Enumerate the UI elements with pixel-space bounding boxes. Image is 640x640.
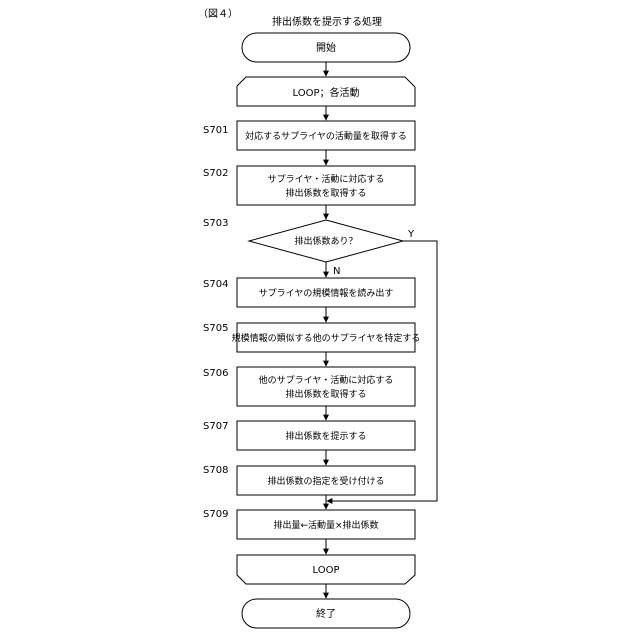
process-s706 [237,367,415,406]
step-id-s702: S702 [203,168,228,179]
step-id-s704: S704 [203,279,228,290]
step-id-s706: S706 [203,368,228,379]
process-s704-text: サプライヤの規模情報を読み出す [259,287,394,299]
end-label: 終了 [316,607,336,620]
process-s708-text: 排出係数の指定を受け付ける [267,475,384,487]
decision-s703-text: 排出係数あり？ [294,235,357,247]
diagram-title: 排出係数を提示する処理 [272,15,382,28]
no-label: N [333,266,340,277]
process-s702-text-2: 排出係数を取得する [285,187,366,199]
process-s701-text: 対応するサプライヤの活動量を取得する [245,130,407,142]
process-s706-text-2: 排出係数を取得する [285,388,366,400]
process-s702 [237,166,415,205]
loop-start-label: LOOP；各活動 [293,86,360,99]
step-id-s707: S707 [203,421,228,432]
step-id-s703: S703 [203,218,228,229]
yes-label: Y [407,229,415,240]
step-id-s708: S708 [203,465,228,476]
loop-end-label: LOOP [313,565,340,576]
process-s709-text: 排出量←活動量×排出係数 [273,519,378,531]
step-id-s709: S709 [203,509,228,520]
process-s707-text: 排出係数を提示する [285,430,366,442]
figure-label: （図４） [198,8,238,20]
process-s706-text-1: 他のサプライヤ・活動に対応する [259,374,394,386]
process-s705-text: 規模情報の類似する他のサプライヤを特定する [232,332,421,344]
start-label: 開始 [316,41,336,54]
process-s702-text-1: サプライヤ・活動に対応する [268,173,385,185]
step-id-s705: S705 [203,323,228,334]
step-id-s701: S701 [203,125,228,136]
